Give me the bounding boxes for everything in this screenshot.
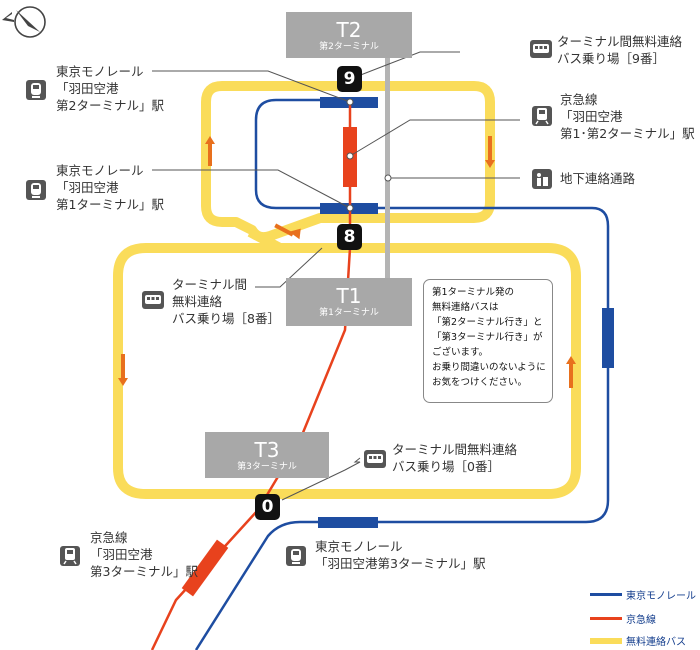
- monorail-icon: [26, 180, 46, 200]
- terminal-code: T3: [254, 438, 280, 462]
- label-line: ターミナル間無料連絡: [392, 442, 518, 457]
- legend-label: 無料連絡バス: [626, 637, 686, 648]
- notice-line: お乗り間違いのないように: [432, 362, 546, 373]
- monorail-icon: [286, 546, 306, 566]
- legend-swatch-monorail: [590, 593, 622, 596]
- label-line: 第1･第2ターミナル」駅: [560, 126, 695, 141]
- label-bus-9: ターミナル間無料連絡 バス乗り場［9番］: [557, 33, 682, 67]
- legend-label: 東京モノレール: [626, 591, 696, 602]
- monorail-line: [194, 98, 610, 650]
- label-keikyu-t12: 京急線 「羽田空港 第1･第2ターミナル」駅: [560, 91, 695, 142]
- label-line: 東京モノレール: [56, 163, 144, 178]
- terminal-name: 第3ターミナル: [237, 462, 297, 472]
- terminal-t2: T2 第2ターミナル: [286, 12, 412, 58]
- label-line: バス乗り場［8番］: [172, 311, 280, 326]
- label-monorail-t1: 東京モノレール 「羽田空港 第1ターミナル」駅: [56, 162, 164, 213]
- terminal-code: T1: [336, 284, 362, 308]
- legend-label: 京急線: [626, 615, 656, 626]
- label-line: 「羽田空港: [90, 547, 153, 562]
- label-line: ターミナル間: [172, 277, 248, 292]
- keikyu-platform-t3: [181, 539, 229, 597]
- label-line: 京急線: [90, 530, 128, 545]
- label-line: 東京モノレール: [56, 64, 144, 79]
- label-line: 「羽田空港: [560, 109, 623, 124]
- train-icon: [60, 546, 80, 566]
- label-line: 「羽田空港: [56, 180, 119, 195]
- legend-monorail: 東京モノレール: [626, 587, 696, 602]
- monorail-marker-right: [602, 308, 614, 368]
- label-line: 第1ターミナル」駅: [56, 197, 164, 212]
- notice-line: 第1ターミナル発の: [432, 287, 515, 298]
- label-line: 第3ターミナル」駅: [90, 564, 198, 579]
- label-line: ターミナル間無料連絡: [557, 34, 683, 49]
- bus-connector: [247, 227, 283, 253]
- label-line: 「羽田空港第3ターミナル」駅: [315, 556, 486, 571]
- bus-stop-8: 8: [337, 224, 362, 250]
- monorail-icon: [26, 80, 46, 100]
- bus-stop-0: 0: [255, 494, 280, 520]
- legend-bus: 無料連絡バス: [626, 633, 686, 648]
- bus-icon: [530, 40, 552, 58]
- underground-passage-icon: [532, 169, 552, 189]
- label-line: 「羽田空港: [56, 81, 119, 96]
- bus-stop-9: 9: [337, 66, 362, 92]
- label-keikyu-t3: 京急線 「羽田空港 第3ターミナル」駅: [90, 529, 198, 580]
- notice-line: 「第3ターミナル行き」が: [432, 332, 543, 343]
- label-line: 東京モノレール: [315, 539, 403, 554]
- legend-keikyu: 京急線: [626, 611, 656, 626]
- label-bus-8: ターミナル間 無料連絡 バス乗り場［8番］: [172, 276, 280, 327]
- legend-swatch-keikyu: [590, 617, 622, 620]
- terminal-name: 第2ターミナル: [319, 42, 379, 52]
- bus-notice: 第1ターミナル発の 無料連絡バスは 「第2ターミナル行き」と 「第3ターミナル行…: [423, 279, 553, 403]
- terminal-code: T2: [336, 18, 362, 42]
- bus-loop-t1-t3: [113, 243, 581, 499]
- direction-arrows: [118, 136, 576, 388]
- label-line: バス乗り場［0番］: [392, 459, 500, 474]
- monorail-platform-t3: [318, 517, 378, 528]
- notice-line: 「第2ターミナル行き」と: [432, 317, 543, 328]
- underground-passage: [385, 40, 390, 282]
- bus-icon: [364, 450, 386, 468]
- notice-line: 無料連絡バスは: [432, 302, 499, 313]
- leader-lines: [152, 51, 520, 501]
- label-line: 第2ターミナル」駅: [56, 98, 164, 113]
- label-monorail-t2: 東京モノレール 「羽田空港 第2ターミナル」駅: [56, 63, 164, 114]
- train-icon: [532, 106, 552, 126]
- label-line: バス乗り場［9番］: [557, 51, 665, 66]
- notice-line: ございます。: [432, 347, 489, 358]
- terminal-t3: T3 第3ターミナル: [205, 432, 329, 478]
- terminal-t1: T1 第1ターミナル: [286, 278, 412, 326]
- label-bus-0: ターミナル間無料連絡 バス乗り場［0番］: [392, 441, 517, 475]
- bus-icon: [142, 291, 164, 309]
- label-line: 無料連絡: [172, 294, 223, 309]
- label-monorail-t3: 東京モノレール 「羽田空港第3ターミナル」駅: [315, 538, 485, 572]
- legend-swatch-bus: [590, 638, 622, 644]
- label-line: 京急線: [560, 92, 598, 107]
- north-compass-icon: [2, 6, 46, 38]
- label-passage: 地下連絡通路: [560, 171, 636, 186]
- notice-line: お気をつけください。: [432, 377, 528, 388]
- terminal-name: 第1ターミナル: [319, 308, 379, 318]
